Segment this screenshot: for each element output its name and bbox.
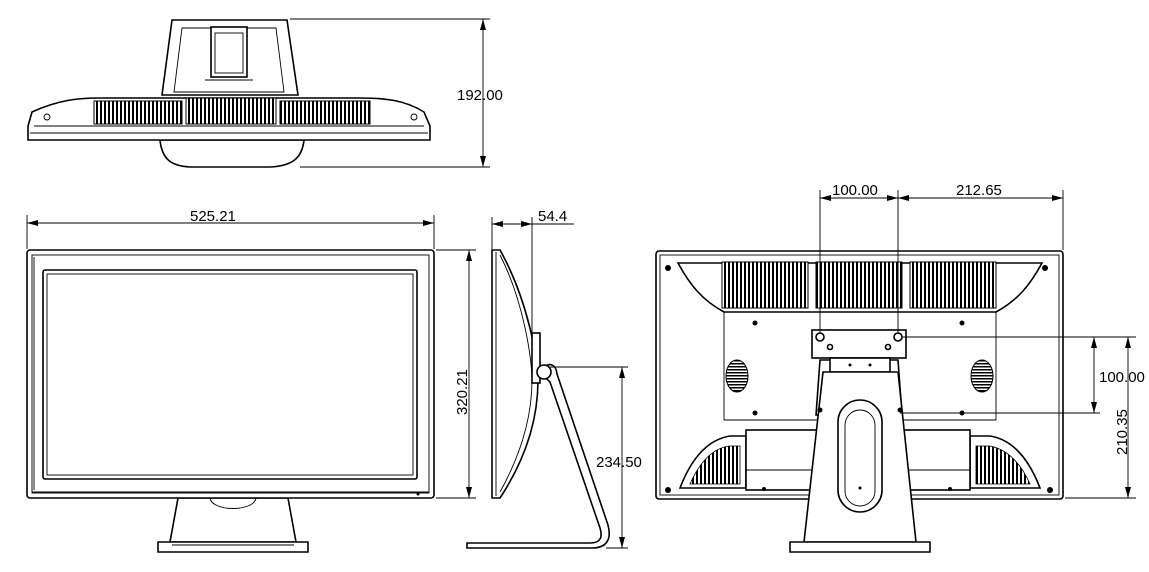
dim-front-width: 525.21 (190, 208, 236, 225)
dim-rear-mount-height: 210.35 (1114, 409, 1131, 455)
dim-rear-vesa-height: 100.00 (1099, 369, 1145, 386)
dim-top-depth: 192.00 (457, 87, 503, 104)
side-view (466, 217, 628, 549)
dim-side-depth: 54.4 (538, 208, 567, 225)
dim-front-height: 320.21 (454, 369, 471, 415)
front-view (26, 215, 476, 553)
dim-rear-vesa-width: 100.00 (832, 182, 878, 199)
dim-rear-offset-width: 212.65 (956, 182, 1002, 199)
rear-view (655, 190, 1136, 553)
dim-side-stand-height: 234.50 (596, 454, 642, 471)
top-view (27, 18, 490, 168)
